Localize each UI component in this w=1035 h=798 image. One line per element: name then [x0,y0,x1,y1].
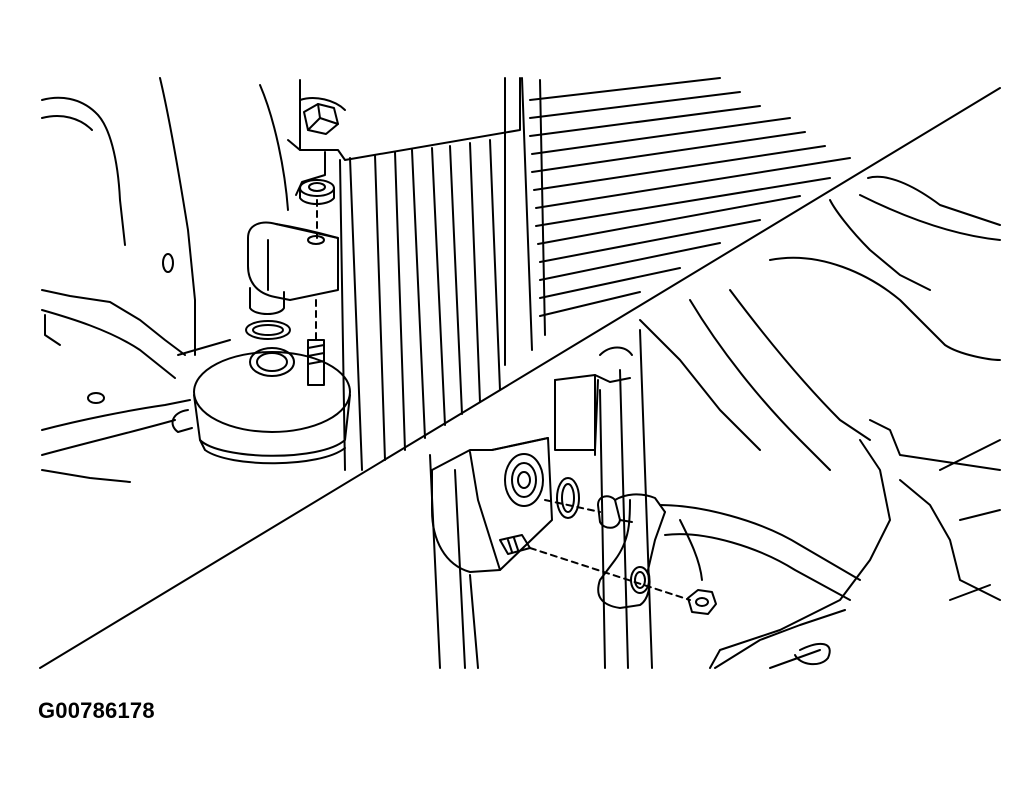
nut-lower-icon [688,590,716,614]
line-fitting-block [248,223,338,314]
mounting-bracket [160,78,520,355]
condenser-fitting-block [432,438,552,572]
figure-id-label: G00786178 [38,698,155,723]
o-ring-lower-icon [557,478,579,518]
o-ring-icon [246,321,290,339]
receiver-dryer-top [173,348,350,463]
refrigerant-line-fitting [598,494,860,608]
alignment-dash-port [545,500,600,512]
body-panel-left [42,98,190,482]
bracket-bolt-icon [304,104,338,134]
alignment-dash-bolt [530,548,690,600]
upper-left-view [42,78,850,482]
stud-icon [308,340,324,385]
condenser-fins-right [530,78,850,316]
lower-right-view [430,177,1000,668]
body-panel-right [640,177,1000,668]
condenser-fins-upper [340,78,545,470]
view-separator-line [40,88,1000,668]
